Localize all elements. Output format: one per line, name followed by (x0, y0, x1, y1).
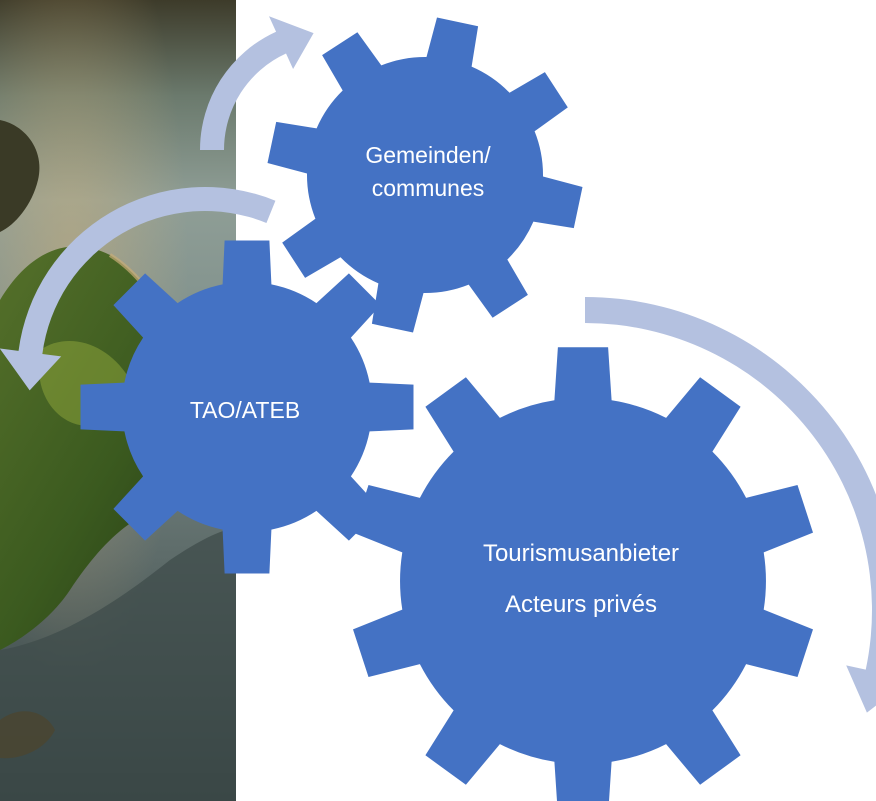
gear-label-communes-line-2: communes (372, 175, 484, 201)
gear-label-providers-line-1: Tourismusanbieter (483, 540, 679, 567)
gear-label-providers-line-2: Acteurs privés (505, 591, 657, 618)
gear-label-communes-line-1: Gemeinden/ (365, 142, 491, 168)
gear-label-tao: TAO/ATEB (190, 397, 300, 423)
gear-providers (353, 347, 813, 801)
